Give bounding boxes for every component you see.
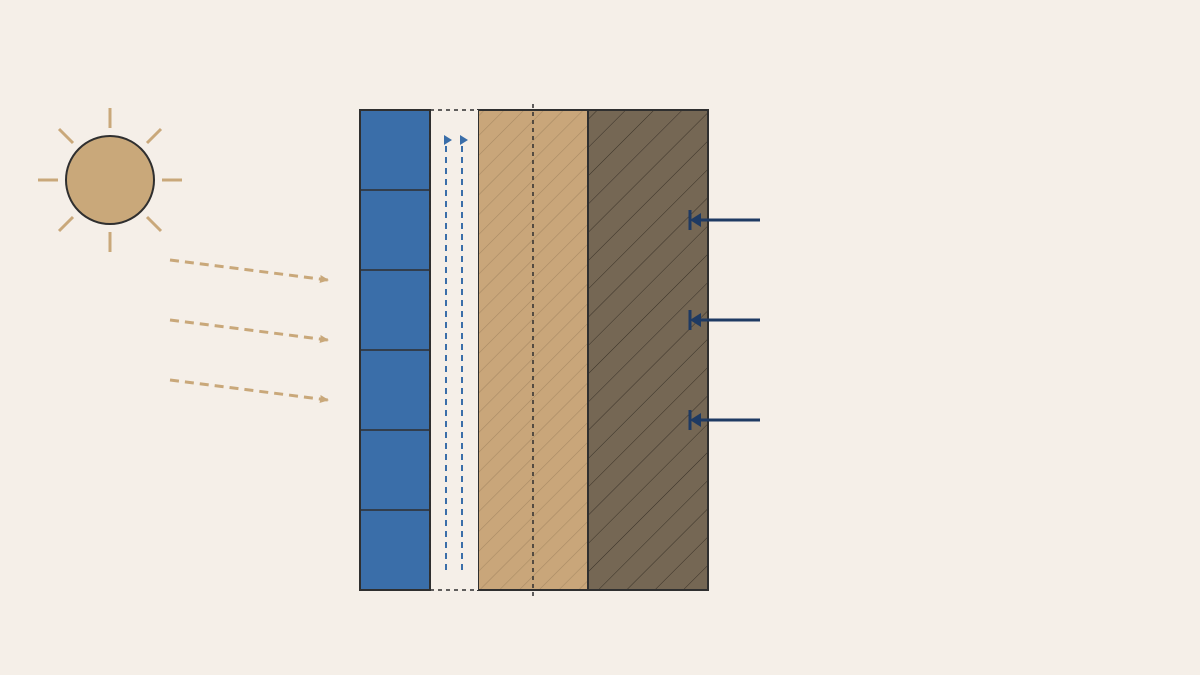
heat-flow-arrow-icon [688,410,760,430]
solar-ray-arrow-icon [169,318,329,343]
masonry-wall [587,109,709,591]
insulation-layer [477,109,589,591]
facade-panels [359,109,431,591]
solar-ray-arrow-icon [169,378,329,403]
heat-flow-arrow-icon [688,310,760,330]
solar-rays [169,258,329,403]
sun-icon [38,108,182,252]
heat-flow-arrow-icon [688,210,760,230]
heat-flow-arrows [688,210,760,430]
ventilated-air-cavity [430,109,478,591]
solar-ray-arrow-icon [169,258,329,283]
